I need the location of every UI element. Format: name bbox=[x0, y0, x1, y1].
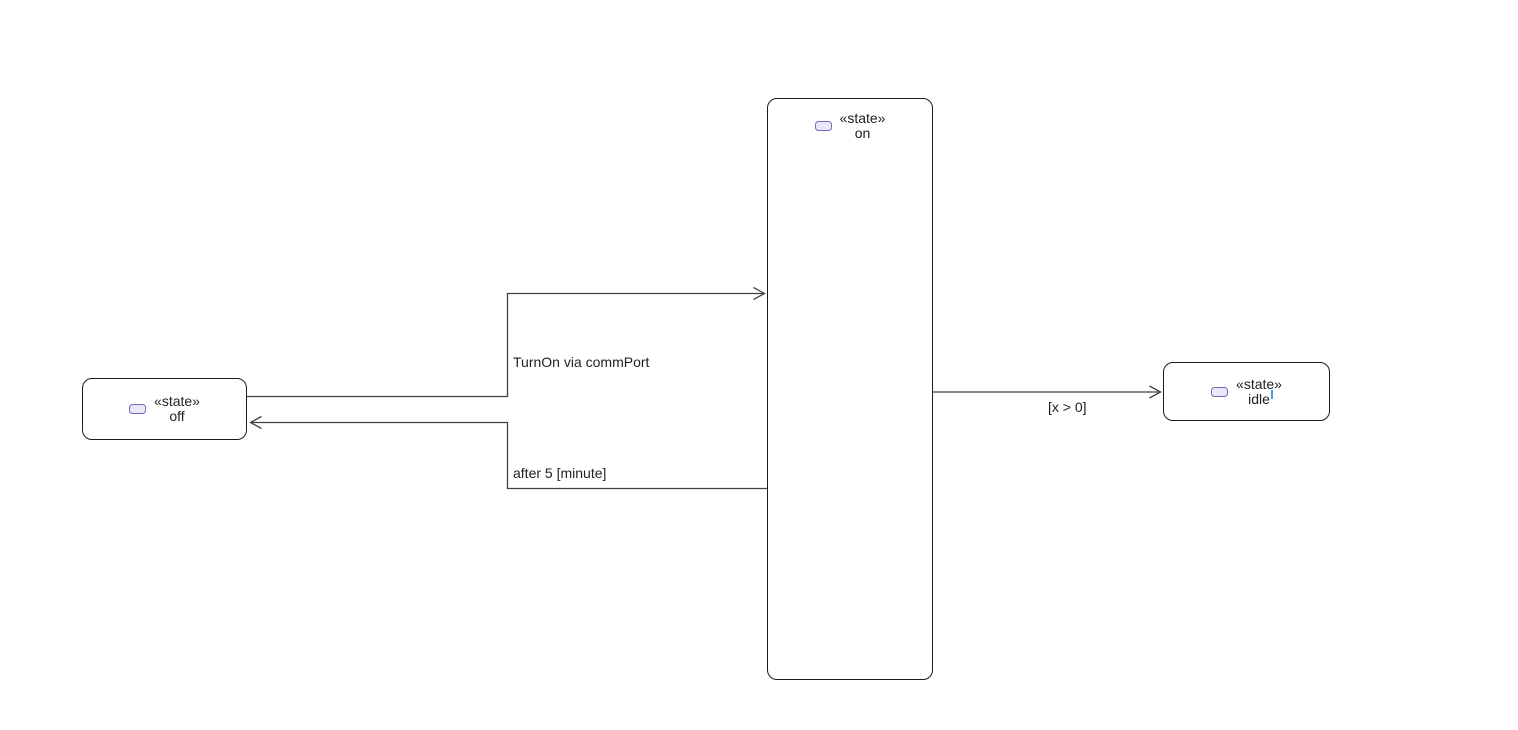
state-icon bbox=[814, 121, 832, 131]
transition-guard-label[interactable]: [x > 0] bbox=[1048, 399, 1087, 415]
state-icon bbox=[129, 404, 147, 414]
state-icon bbox=[1211, 386, 1229, 397]
transition-turnon-line[interactable] bbox=[247, 292, 764, 398]
transition-turnon-label[interactable]: TurnOn via commPort bbox=[513, 354, 650, 370]
state-name: off bbox=[169, 408, 185, 424]
state-name: idle bbox=[1248, 390, 1270, 407]
state-stereotype: «state» bbox=[1236, 375, 1282, 392]
text-caret bbox=[1271, 390, 1273, 399]
state-idle-header: «state» idle bbox=[1211, 375, 1282, 407]
transition-after5-line[interactable] bbox=[251, 421, 768, 490]
state-name: on bbox=[854, 125, 871, 141]
transition-after5-label[interactable]: after 5 [minute] bbox=[513, 465, 607, 481]
state-off-header: «state» off bbox=[129, 394, 200, 424]
transition-guard-arrowhead-icon bbox=[1149, 385, 1162, 399]
transition-after5-arrowhead-icon bbox=[249, 415, 262, 430]
state-on-header: «state» on bbox=[814, 110, 886, 141]
transition-guard[interactable] bbox=[933, 385, 1162, 399]
transition-turnon[interactable] bbox=[247, 286, 766, 398]
state-on[interactable]: «state» on bbox=[767, 98, 933, 680]
state-stereotype: «state» bbox=[839, 110, 886, 126]
state-stereotype: «state» bbox=[154, 393, 200, 409]
state-idle[interactable]: «state» idle bbox=[1163, 362, 1330, 421]
transition-after5[interactable] bbox=[249, 415, 768, 490]
transition-turnon-arrowhead-icon bbox=[753, 286, 766, 301]
state-off[interactable]: «state» off bbox=[82, 378, 247, 440]
